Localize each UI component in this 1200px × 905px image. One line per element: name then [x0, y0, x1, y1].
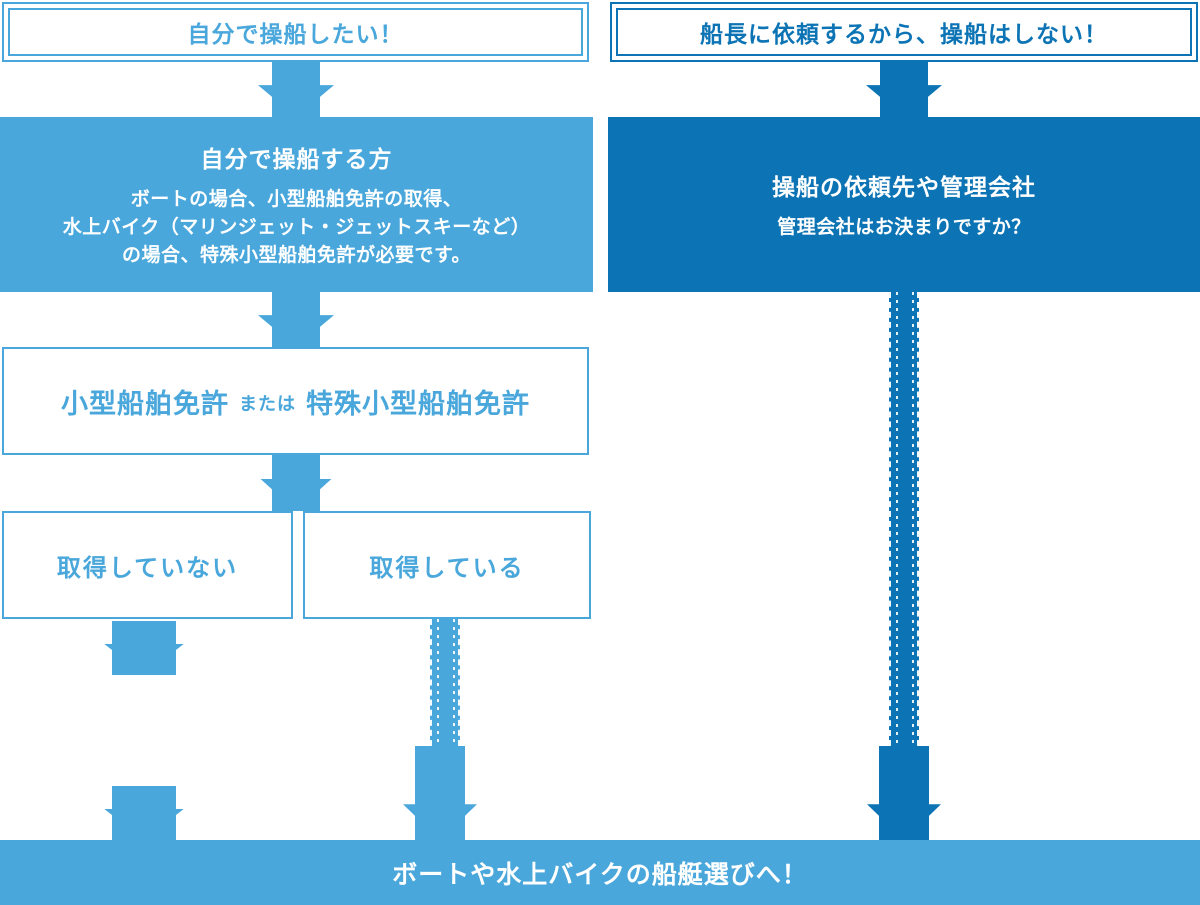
step-body-line: 水上バイク（マリンジェット・ジェットスキーなど） — [62, 216, 531, 238]
license-name: 小型船舶免許 — [61, 388, 229, 419]
choice-not-acquired-label: 取得していない — [56, 554, 239, 582]
arrow-down-icon — [258, 62, 334, 117]
arrow-down-icon — [867, 746, 941, 840]
license-requirement-box: 小型船舶免許 または 特殊小型船舶免許 — [2, 347, 589, 455]
start-option-self-drive[interactable]: 自分で操船したい！ — [2, 2, 589, 62]
arrow-down-icon — [866, 62, 942, 117]
goal-bar-label: ボートや水上バイクの船艇選びへ！ — [392, 860, 808, 889]
arrow-down-icon — [260, 455, 332, 511]
choice-acquired[interactable]: 取得している — [303, 511, 591, 619]
step-self-drive-body: ボートの場合、小型船舶免許の取得、 水上バイク（マリンジェット・ジェットスキーな… — [63, 186, 531, 270]
start-option-hire-captain[interactable]: 船長に依頼するから、操船はしない！ — [610, 2, 1198, 62]
step-management-title: 操船の依頼先や管理会社 — [772, 173, 1036, 200]
arrow-down-icon — [104, 786, 184, 840]
arrow-head — [866, 85, 942, 117]
dashed-line-connector — [889, 292, 919, 746]
step-management-body: 管理会社はお決まりですか？ — [777, 216, 1031, 238]
arrow-down-icon — [258, 292, 334, 347]
choice-not-acquired[interactable]: 取得していない — [2, 511, 293, 619]
arrow-down-icon — [403, 746, 477, 840]
arrow-head — [260, 478, 332, 511]
choice-acquired-label: 取得している — [369, 554, 525, 582]
arrow-down-icon — [104, 621, 184, 675]
goal-bar[interactable]: ボートや水上バイクの船艇選びへ！ — [0, 840, 1200, 905]
step-body-line: ボートの場合、小型船舶免許の取得、 — [130, 188, 463, 210]
dashed-line-connector — [430, 619, 460, 746]
step-self-drive-info: 自分で操船する方 ボートの場合、小型船舶免許の取得、 水上バイク（マリンジェット… — [0, 117, 593, 292]
arrow-head — [258, 85, 334, 117]
step-body-line: の場合、特殊小型船舶免許が必要です。 — [121, 244, 472, 266]
license-or-label: または — [239, 394, 296, 414]
step-management-company-info: 操船の依頼先や管理会社 管理会社はお決まりですか？ — [608, 117, 1200, 292]
special-license-name: 特殊小型船舶免許 — [306, 388, 530, 419]
start-option-hire-captain-label: 船長に依頼するから、操船はしない！ — [700, 21, 1108, 47]
arrow-head — [258, 315, 334, 347]
start-option-self-drive-label: 自分で操船したい！ — [187, 21, 404, 47]
step-self-drive-title: 自分で操船する方 — [200, 145, 393, 172]
